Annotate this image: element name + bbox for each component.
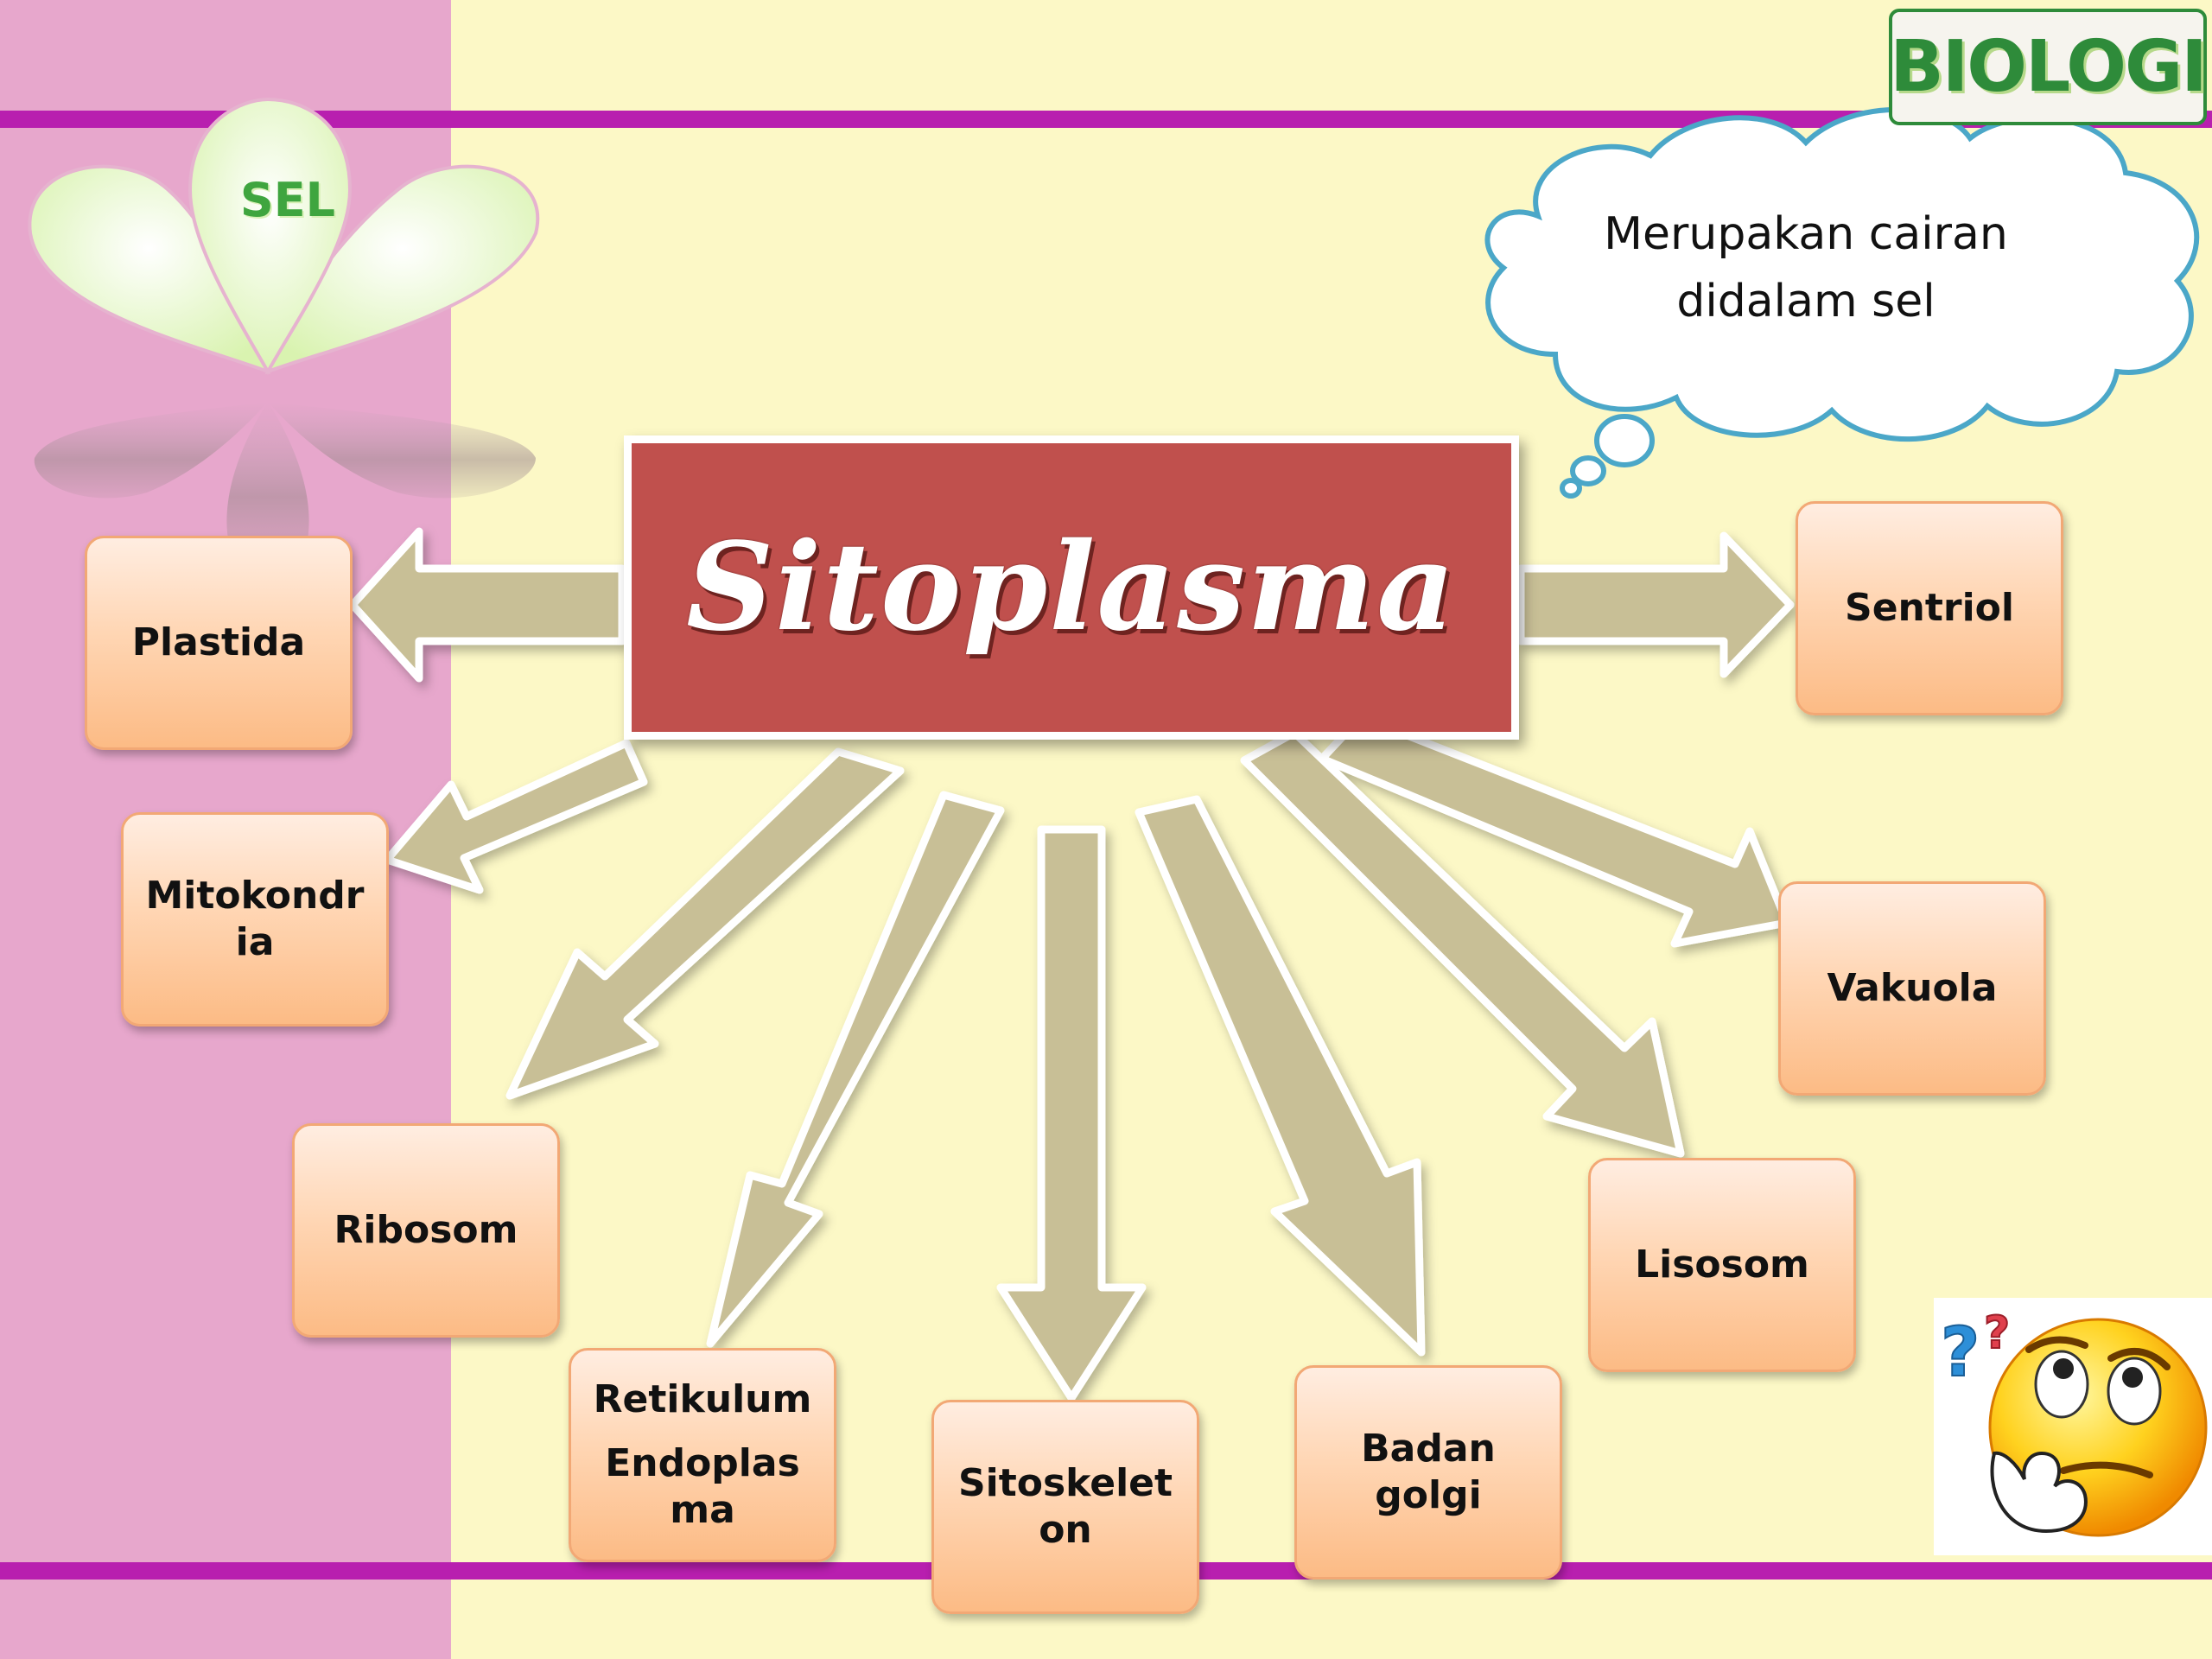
arrow-to-badan-golgi [1135, 795, 1426, 1357]
sidebar-title: SEL [239, 173, 336, 227]
arrow-to-plastida [348, 527, 626, 683]
top-divider-line [0, 111, 2212, 128]
node-label: Ribosom [334, 1208, 518, 1252]
node-label: Retikulum Endoplas ma [593, 1377, 812, 1532]
node-label: Badan golgi [1361, 1427, 1496, 1517]
node-mitokondria: Mitokondr ia [121, 812, 389, 1027]
node-label: Vakuola [1827, 966, 1998, 1010]
node-label: Mitokondr ia [145, 874, 365, 964]
node-label: Sitoskelet on [957, 1461, 1173, 1552]
node-plastida: Plastida [85, 536, 353, 750]
logo-text: BIOLOGI [1890, 26, 2208, 108]
node-badan-golgi: Badan golgi [1294, 1365, 1562, 1580]
node-lisosom: Lisosom [1588, 1158, 1856, 1372]
node-sitoskeleton: Sitoskelet on [931, 1400, 1199, 1614]
arrow-to-mitokondria [383, 739, 648, 894]
thinking-face-panel: ? ? [1934, 1298, 2212, 1555]
node-sentriol: Sentriol [1796, 501, 2063, 715]
arrow-to-sentriol [1516, 531, 1795, 678]
svg-text:?: ? [1984, 1307, 2010, 1359]
flower-icon [28, 97, 540, 561]
thought-cloud-icon [1484, 106, 2200, 499]
arrow-to-retikulum [706, 791, 1005, 1348]
biologi-logo: BIOLOGI [1889, 9, 2208, 125]
arrow-to-sitoskeleton [996, 825, 1147, 1402]
arrow-to-vakuola [1318, 713, 1791, 948]
node-retikulum-endoplasma: Retikulum Endoplas ma [569, 1348, 836, 1562]
thinking-face-icon: ? ? [1940, 1306, 2208, 1537]
central-title: Sitoplasma [686, 517, 1457, 658]
node-label: Lisosom [1635, 1243, 1809, 1287]
node-label: Plastida [131, 620, 306, 664]
svg-text:?: ? [1941, 1314, 1980, 1392]
node-label: Sentriol [1845, 586, 2014, 630]
arrow-to-ribosom [505, 747, 905, 1100]
callout-text: Merupakan cairan didalam sel [1604, 208, 2008, 327]
central-topic-box: Sitoplasma [624, 435, 1519, 740]
arrow-to-lisosom [1240, 728, 1685, 1158]
node-vakuola: Vakuola [1778, 881, 2046, 1096]
node-ribosom: Ribosom [292, 1123, 560, 1338]
